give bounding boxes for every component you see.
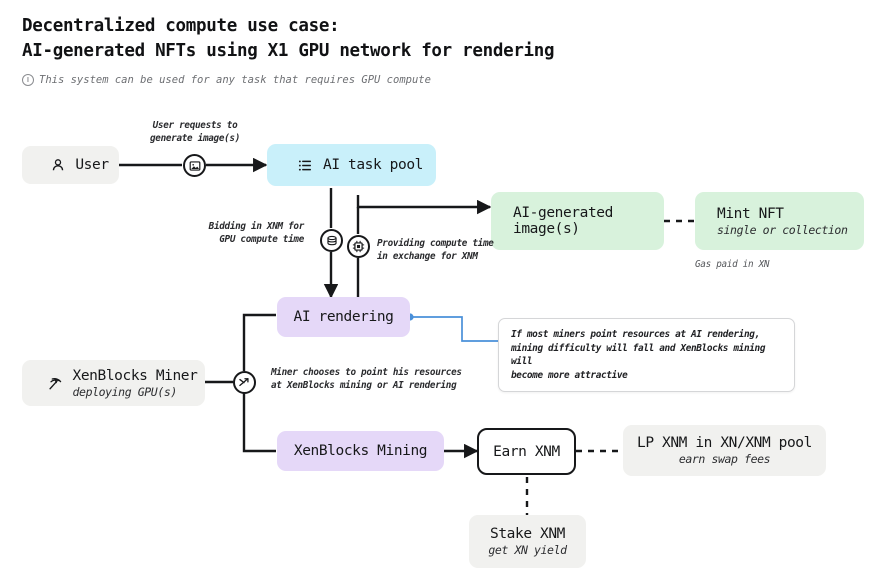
node-xenblocks-mining-label: XenBlocks Mining bbox=[293, 443, 428, 459]
page-title-line-1: Decentralized compute use case: bbox=[22, 16, 340, 36]
page-subtitle-text: This system can be used for any task tha… bbox=[39, 74, 431, 86]
wire-split-to-xenblocks-mining bbox=[242, 393, 276, 453]
wire-split-to-ai-rendering bbox=[242, 313, 276, 371]
node-lp-pool[interactable]: LP XNM in XN/XNM pool earn swap fees bbox=[623, 425, 826, 476]
person-icon bbox=[49, 157, 66, 174]
node-user-label: User bbox=[75, 157, 109, 173]
node-ai-task-pool-label: AI task pool bbox=[323, 157, 423, 173]
node-xenblocks-miner-label: XenBlocks Miner bbox=[72, 367, 198, 384]
edge-label-user-to-pool: User requests to generate image(s) bbox=[149, 120, 241, 144]
edge-label-providing: Providing compute time in exchange for X… bbox=[377, 238, 494, 262]
info-circle-icon bbox=[22, 74, 34, 86]
node-xenblocks-miner-sublabel: deploying GPU(s) bbox=[72, 384, 178, 399]
node-stake-xnm-sublabel: get XN yield bbox=[488, 543, 567, 557]
pickaxe-icon bbox=[47, 375, 64, 392]
node-ai-generated-image-label-line-2: image(s) bbox=[513, 221, 580, 237]
page-subtitle: This system can be used for any task tha… bbox=[22, 74, 554, 86]
cpu-chip-icon-glyph bbox=[352, 240, 365, 253]
edge-label-miner-choice: Miner chooses to point his resources at … bbox=[271, 367, 462, 391]
coins-stack-icon-glyph bbox=[326, 235, 337, 245]
node-mint-nft-sublabel: single or collection bbox=[717, 222, 848, 237]
edge-label-gas-paid: Gas paid in XN bbox=[695, 259, 770, 270]
node-earn-xnm-label: Earn XNM bbox=[493, 443, 560, 460]
node-ai-generated-image[interactable]: AI-generated image(s) bbox=[491, 192, 664, 250]
cpu-chip-icon[interactable] bbox=[347, 235, 370, 258]
node-lp-pool-sublabel: earn swap fees bbox=[678, 452, 771, 466]
wire-ai-rendering-to-callout bbox=[410, 316, 498, 342]
page-title-line-2: AI-generated NFTs using X1 GPU network f… bbox=[22, 41, 555, 61]
image-frame-icon[interactable] bbox=[183, 154, 206, 177]
node-ai-generated-image-label-line-1: AI-generated bbox=[513, 205, 613, 221]
wire-task-pool-to-generated-image bbox=[356, 199, 492, 215]
node-ai-rendering-label: AI rendering bbox=[293, 309, 394, 325]
node-ai-task-pool[interactable]: AI task pool bbox=[267, 144, 436, 186]
branch-arrow-icon-glyph bbox=[239, 378, 249, 387]
edge-label-bidding: Bidding in XNM for GPU compute time bbox=[208, 221, 305, 245]
list-icon-glyph bbox=[298, 159, 311, 171]
node-xenblocks-mining[interactable]: XenBlocks Mining bbox=[277, 431, 444, 471]
page-header: Decentralized compute use case: AI-gener… bbox=[22, 14, 555, 86]
node-lp-pool-label: LP XNM in XN/XNM pool bbox=[637, 435, 812, 451]
callout-note-ai-rendering: If most miners point resources at AI ren… bbox=[498, 318, 795, 392]
node-stake-xnm-label: Stake XNM bbox=[490, 526, 565, 542]
node-ai-rendering[interactable]: AI rendering bbox=[277, 297, 410, 337]
node-stake-xnm[interactable]: Stake XNM get XN yield bbox=[469, 515, 586, 568]
node-mint-nft[interactable]: Mint NFT single or collection bbox=[695, 192, 864, 250]
node-xenblocks-miner[interactable]: XenBlocks Miner deploying GPU(s) bbox=[22, 360, 205, 406]
node-earn-xnm[interactable]: Earn XNM bbox=[477, 428, 576, 475]
branch-arrow-icon[interactable] bbox=[233, 371, 256, 394]
node-mint-nft-label: Mint NFT bbox=[717, 205, 784, 222]
pickaxe-icon-glyph bbox=[48, 377, 61, 389]
image-frame-icon-glyph bbox=[189, 160, 200, 171]
list-icon bbox=[297, 157, 314, 174]
node-user[interactable]: User bbox=[22, 146, 119, 184]
person-icon-glyph bbox=[52, 159, 64, 171]
coins-stack-icon[interactable] bbox=[320, 229, 343, 252]
node-xenblocks-miner-text: XenBlocks Miner deploying GPU(s) bbox=[73, 368, 198, 399]
